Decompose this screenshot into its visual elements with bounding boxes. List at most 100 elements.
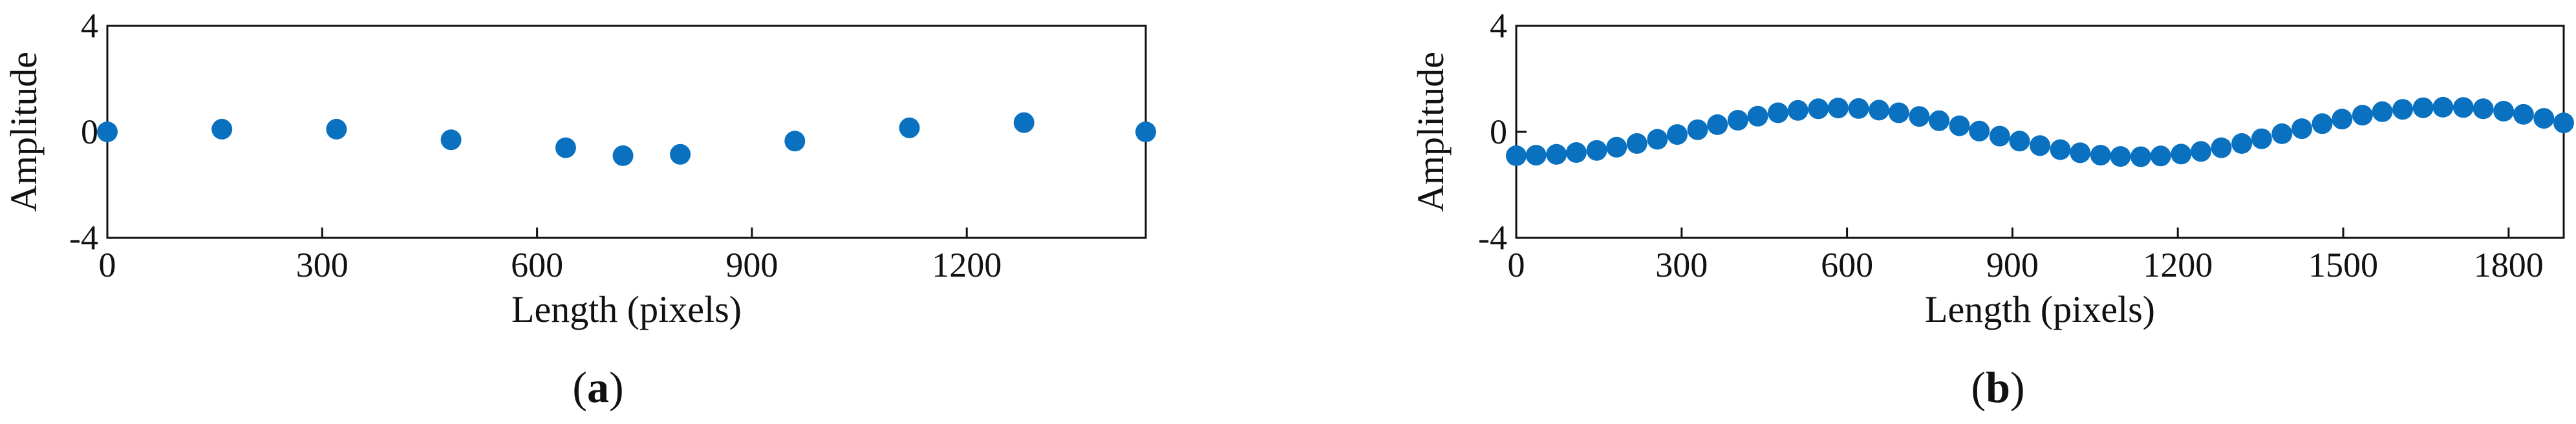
- panel-b-point-44: [2392, 99, 2413, 120]
- panel-a-label: (a): [572, 363, 623, 412]
- panel-b-point-27: [2050, 139, 2071, 160]
- panel-a-plot-frame: [106, 25, 1147, 239]
- panel-a-xtick-label-900: 900: [725, 246, 778, 284]
- panel-b-label-close: ): [2010, 363, 2025, 412]
- panel-b-point-51: [2533, 108, 2555, 129]
- panel-a-x-ticks: 0 300 600 900 1200: [99, 228, 1002, 284]
- panel-b-point-8: [1667, 124, 1688, 145]
- panel-b-point-39: [2292, 118, 2312, 140]
- panel-a-ytick-label-4: 4: [81, 6, 98, 45]
- panel-b-point-1: [1525, 145, 1547, 166]
- panel-b-point-6: [1626, 133, 1648, 154]
- panel-b-point-41: [2332, 109, 2353, 130]
- panel-b-point-25: [2009, 131, 2030, 152]
- panel-b-xtick-label-900: 900: [1986, 246, 2039, 284]
- panel-b-point-29: [2090, 145, 2111, 166]
- panel-b-point-42: [2352, 105, 2373, 126]
- panel-b-ytick-label-4: 4: [1490, 6, 1507, 45]
- panel-b-point-43: [2372, 101, 2393, 122]
- panel-b-xtick-label-0: 0: [1508, 246, 1525, 284]
- panel-b-point-35: [2211, 137, 2232, 158]
- panel-a: 4 0 -4 0 300 600 900 1200 Length (pixels…: [3, 6, 1156, 412]
- panel-b-point-36: [2231, 133, 2253, 154]
- panel-b-xtick-label-1800: 1800: [2474, 246, 2544, 284]
- panel-a-point-10: [1135, 122, 1156, 142]
- panel-b-x-axis-label: Length (pixels): [1925, 288, 2155, 330]
- panel-b-point-10: [1707, 114, 1728, 135]
- panel-b-point-50: [2513, 103, 2534, 125]
- panel-b-point-3: [1565, 142, 1587, 163]
- panel-a-xtick-label-600: 600: [511, 246, 563, 284]
- panel-b-point-33: [2171, 143, 2192, 165]
- panel-b-point-26: [2030, 135, 2050, 156]
- panel-a-point-4: [555, 137, 576, 158]
- panel-b-point-46: [2432, 96, 2454, 118]
- panel-a-point-8: [899, 117, 920, 138]
- panel-b-point-5: [1606, 136, 1627, 158]
- panel-a-label-letter: a: [587, 363, 609, 412]
- panel-b-point-31: [2131, 146, 2151, 167]
- panel-b-point-47: [2453, 97, 2474, 118]
- panel-a-point-3: [440, 129, 462, 151]
- panel-a-xtick-label-1200: 1200: [932, 246, 1002, 284]
- panel-b-point-18: [1869, 100, 1889, 121]
- panel-b-point-38: [2271, 123, 2293, 144]
- panel-a-point-1: [211, 118, 233, 140]
- panel-a-point-9: [1013, 112, 1035, 133]
- panel-a-xtick-label-300: 300: [296, 246, 349, 284]
- panel-b-data-points: [1506, 96, 2574, 167]
- panel-b-point-4: [1586, 140, 1607, 161]
- panel-b-point-30: [2110, 146, 2131, 167]
- panel-b: 4 0 -4 0 300 600 900 1200 1500 1800 Leng…: [1410, 6, 2574, 412]
- panel-b-point-40: [2312, 113, 2333, 134]
- panel-b-point-32: [2150, 145, 2171, 167]
- panel-b-point-17: [1848, 98, 1869, 119]
- panel-b-y-axis-label: Amplitude: [1410, 52, 1452, 212]
- panel-b-point-34: [2191, 141, 2211, 162]
- panel-b-point-19: [1888, 102, 1909, 123]
- panel-b-xtick-label-300: 300: [1655, 246, 1708, 284]
- panel-b-xtick-label-1500: 1500: [2308, 246, 2378, 284]
- panel-b-point-49: [2493, 101, 2515, 122]
- panel-b-xtick-label-1200: 1200: [2143, 246, 2213, 284]
- panel-a-x-axis-label: Length (pixels): [511, 288, 742, 330]
- panel-b-point-2: [1546, 143, 1567, 165]
- panel-a-xtick-label-0: 0: [99, 246, 116, 284]
- panel-a-ytick-label-neg4: -4: [69, 218, 98, 257]
- panel-b-point-20: [1909, 106, 1930, 127]
- panel-b-point-45: [2412, 97, 2434, 118]
- panel-a-y-axis-label: Amplitude: [3, 52, 45, 212]
- panel-a-label-open: (: [572, 363, 587, 412]
- panel-b-point-52: [2553, 112, 2574, 134]
- panel-b-point-14: [1787, 100, 1809, 121]
- panel-b-point-13: [1768, 102, 1788, 123]
- panel-a-point-6: [670, 143, 691, 165]
- panel-a-y-ticks: 4 0 -4: [69, 6, 118, 257]
- panel-b-label-letter: b: [1986, 363, 2010, 412]
- panel-a-ytick-label-0: 0: [81, 112, 98, 151]
- panel-b-point-15: [1808, 98, 1829, 120]
- panel-a-point-0: [97, 122, 118, 142]
- panel-a-point-2: [326, 118, 347, 140]
- panel-b-point-48: [2473, 98, 2494, 120]
- panel-a-label-close: ): [609, 363, 624, 412]
- panel-a-data-points: [97, 112, 1156, 166]
- panel-b-y-ticks: 4 0 -4: [1478, 6, 1527, 257]
- panel-b-point-7: [1647, 129, 1668, 150]
- panel-b-point-22: [1949, 115, 1970, 136]
- panel-a-point-7: [784, 131, 806, 152]
- panel-b-x-ticks: 0 300 600 900 1200 1500 1800: [1508, 228, 2544, 284]
- panel-b-label: (b): [1971, 363, 2024, 412]
- panel-b-point-9: [1687, 119, 1708, 140]
- panel-b-point-28: [2070, 142, 2091, 164]
- panel-b-label-open: (: [1971, 363, 1986, 412]
- panel-b-point-16: [1827, 98, 1849, 119]
- panel-b-ytick-label-neg4: -4: [1478, 218, 1507, 257]
- panel-b-ytick-label-0: 0: [1490, 112, 1507, 151]
- panel-b-point-37: [2251, 128, 2272, 149]
- panel-b-point-0: [1506, 145, 1527, 166]
- panel-a-point-5: [612, 145, 634, 166]
- panel-b-point-24: [1989, 125, 2010, 147]
- panel-b-point-21: [1929, 110, 1949, 131]
- panel-b-point-11: [1727, 110, 1748, 131]
